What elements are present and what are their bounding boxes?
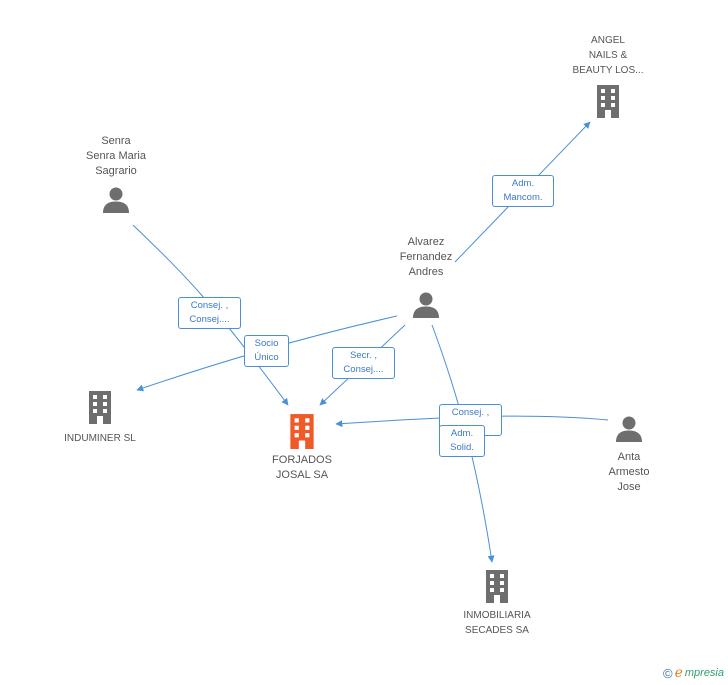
brand-rest: mpresia — [684, 667, 724, 679]
node-label-line: BEAUTY LOS... — [572, 65, 644, 76]
person-icon — [616, 416, 642, 442]
edge-label-line: Consej. , — [190, 300, 229, 311]
edge-label-line: Solid. — [450, 442, 474, 453]
edge-label-consej-senra[interactable]: Consej. , Consej.... — [178, 297, 241, 329]
node-label-line: ANGEL — [591, 35, 625, 46]
node-label-line: NAILS & — [588, 50, 628, 61]
edge-label-secr-consej[interactable]: Secr. , Consej.... — [332, 347, 395, 379]
edge-label-line: Único — [254, 352, 279, 363]
node-label-line: Senra — [101, 135, 131, 147]
node-label-line: SECADES SA — [465, 625, 529, 636]
edge-label-line: Secr. , — [350, 350, 377, 361]
person-icon — [413, 292, 439, 318]
node-angel[interactable]: ANGEL NAILS & BEAUTY LOS... — [558, 33, 658, 118]
node-label-line: JOSAL SA — [275, 469, 329, 481]
building-icon — [486, 570, 508, 603]
building-icon — [290, 414, 314, 449]
brand-e: e — [674, 665, 683, 681]
node-label-line: Sagrario — [95, 165, 137, 177]
node-forjados[interactable]: FORJADOS JOSAL SA — [252, 413, 352, 483]
node-label-line: Senra Maria — [86, 150, 146, 162]
node-label-line: Andres — [408, 266, 444, 278]
building-icon — [89, 391, 111, 424]
node-label-line: Anta — [617, 451, 641, 463]
edge-label-line: Socio — [254, 338, 279, 349]
node-label-line: INDUMINER SL — [64, 433, 136, 444]
edge-senra-forjados — [132, 224, 289, 406]
node-label-line: Jose — [617, 481, 641, 493]
node-label-line: Alvarez — [407, 236, 445, 248]
node-senra[interactable]: Senra Senra Maria Sagrario — [66, 134, 166, 215]
node-label-line: Fernandez — [399, 251, 453, 263]
edge-label-line: Adm. — [511, 178, 535, 189]
node-label-line: Armesto — [608, 466, 650, 478]
node-alvarez[interactable]: Alvarez Fernandez Andres — [376, 235, 476, 320]
node-label-line: INMOBILIARIA — [463, 610, 531, 621]
edge-label-line: Consej. , — [451, 407, 490, 418]
building-icon — [597, 85, 619, 118]
node-anta[interactable]: Anta Armesto Jose — [589, 414, 669, 495]
node-induminer[interactable]: INDUMINER SL — [50, 390, 150, 446]
edge-label-adm-solid[interactable]: Adm. Solid. — [439, 425, 485, 457]
edge-label-socio-unico[interactable]: Socio Único — [244, 335, 289, 367]
node-label-line: FORJADOS — [272, 454, 332, 466]
node-inmobiliaria[interactable]: INMOBILIARIA SECADES SA — [447, 569, 547, 638]
copyright-icon: © — [662, 665, 673, 681]
edge-label-line: Consej.... — [343, 364, 384, 375]
edge-label-line: Mancom. — [503, 192, 543, 203]
edge-label-line: Consej.... — [189, 314, 230, 325]
edge-label-line: Adm. — [450, 428, 474, 439]
edge-label-adm-mancom[interactable]: Adm. Mancom. — [492, 175, 554, 207]
person-icon — [103, 187, 129, 213]
